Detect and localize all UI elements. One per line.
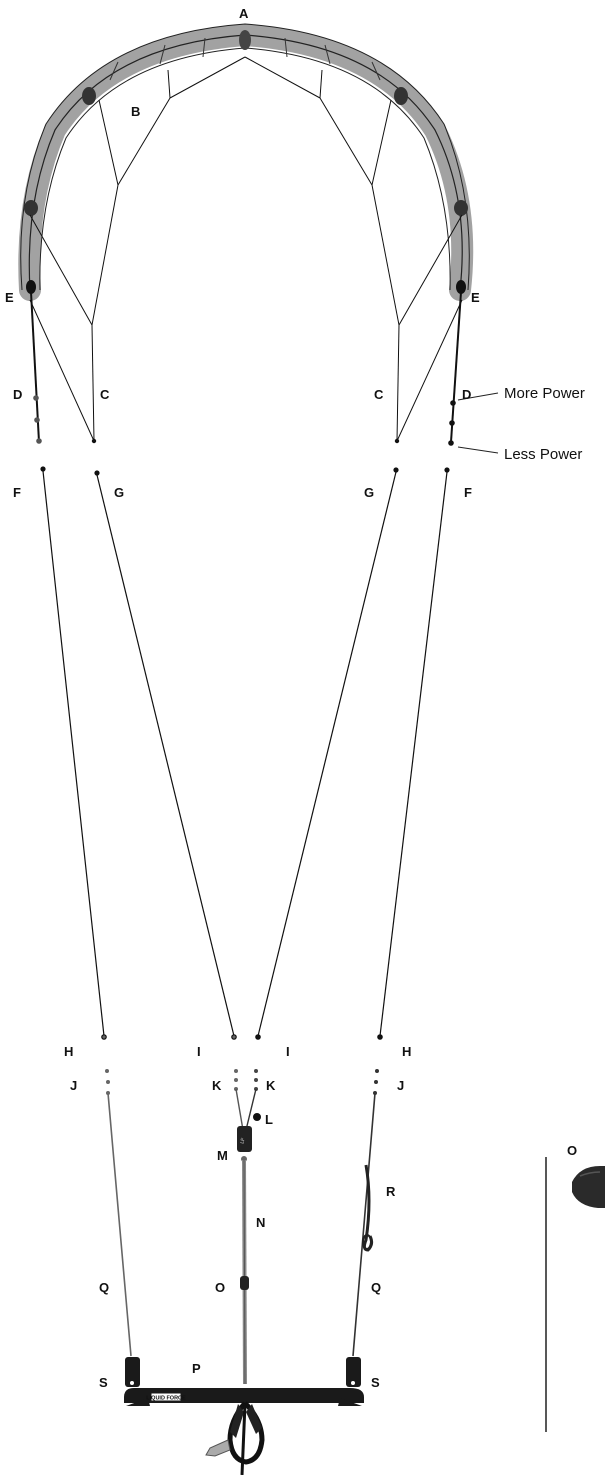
- power-annotation-lines: [457, 392, 499, 454]
- control-bar: LIQUID FORCE: [124, 1357, 364, 1475]
- label-i-right: I: [286, 1044, 290, 1059]
- flying-lines: [40, 466, 450, 1040]
- bar-leaders: LF: [105, 1069, 379, 1385]
- label-r: R: [386, 1184, 396, 1199]
- label-o-inset: O: [567, 1143, 577, 1158]
- label-k-left: K: [212, 1078, 222, 1093]
- label-a: A: [239, 6, 249, 21]
- kite-canopy: [18, 23, 474, 301]
- label-h-right: H: [402, 1044, 411, 1059]
- label-h-left: H: [64, 1044, 73, 1059]
- label-n: N: [256, 1215, 265, 1230]
- label-g-left: G: [114, 485, 124, 500]
- strut-valve-icon: [82, 87, 96, 105]
- label-d-right: D: [462, 387, 471, 402]
- label-q-right: Q: [371, 1280, 381, 1295]
- more-power-label: More Power: [504, 385, 585, 402]
- strut-valve-icon: [454, 200, 468, 216]
- center-valve-icon: [239, 30, 251, 50]
- strut-valve-icon: [394, 87, 408, 105]
- label-i-left: I: [197, 1044, 201, 1059]
- label-j-right: J: [397, 1078, 404, 1093]
- label-d-left: D: [13, 387, 22, 402]
- stopper-ball-icon: [240, 1276, 249, 1290]
- label-q-left: Q: [99, 1280, 109, 1295]
- power-knots: [33, 395, 456, 446]
- wingtip-icon: [456, 280, 466, 294]
- depower-handle-icon: [253, 1113, 261, 1121]
- part-labels: A B E E D D C C F F G G H H I I J J K K …: [5, 6, 585, 1390]
- label-s-left: S: [99, 1375, 108, 1390]
- label-b: B: [131, 104, 140, 119]
- label-c-right: C: [374, 387, 384, 402]
- label-f-right: F: [464, 485, 472, 500]
- label-o: O: [215, 1280, 225, 1295]
- label-l: L: [265, 1112, 273, 1127]
- label-e-right: E: [471, 290, 480, 305]
- less-power-label: Less Power: [504, 446, 582, 463]
- bar-brand-text: LIQUID FORCE: [146, 1396, 186, 1402]
- label-j-left: J: [70, 1078, 77, 1093]
- bridle-lines: [29, 56, 463, 443]
- label-e-left: E: [5, 290, 14, 305]
- label-f-left: F: [13, 485, 21, 500]
- depower-cleat-icon: [237, 1126, 252, 1152]
- label-c-left: C: [100, 387, 110, 402]
- wingtip-icon: [26, 280, 36, 294]
- inset-detail: [545, 1157, 605, 1432]
- label-m: M: [217, 1148, 228, 1163]
- label-p: P: [192, 1361, 201, 1376]
- label-k-right: K: [266, 1078, 276, 1093]
- svg-text:LF: LF: [240, 1137, 247, 1144]
- label-g-right: G: [364, 485, 374, 500]
- strut-valve-icon: [24, 200, 38, 216]
- label-s-right: S: [371, 1375, 380, 1390]
